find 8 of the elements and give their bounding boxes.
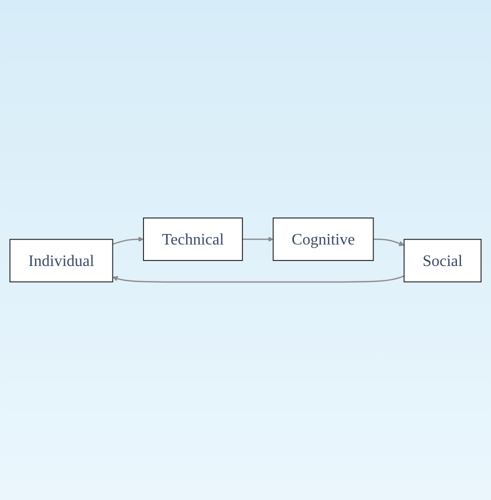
node-box: Cognitive	[272, 218, 374, 261]
arrow	[112, 275, 404, 283]
node-box: Individual	[9, 238, 114, 282]
arrow	[112, 236, 144, 245]
node-box: Social	[404, 238, 482, 282]
arrow	[242, 236, 274, 242]
arrow	[373, 238, 404, 246]
node-box: Technical	[143, 218, 243, 261]
